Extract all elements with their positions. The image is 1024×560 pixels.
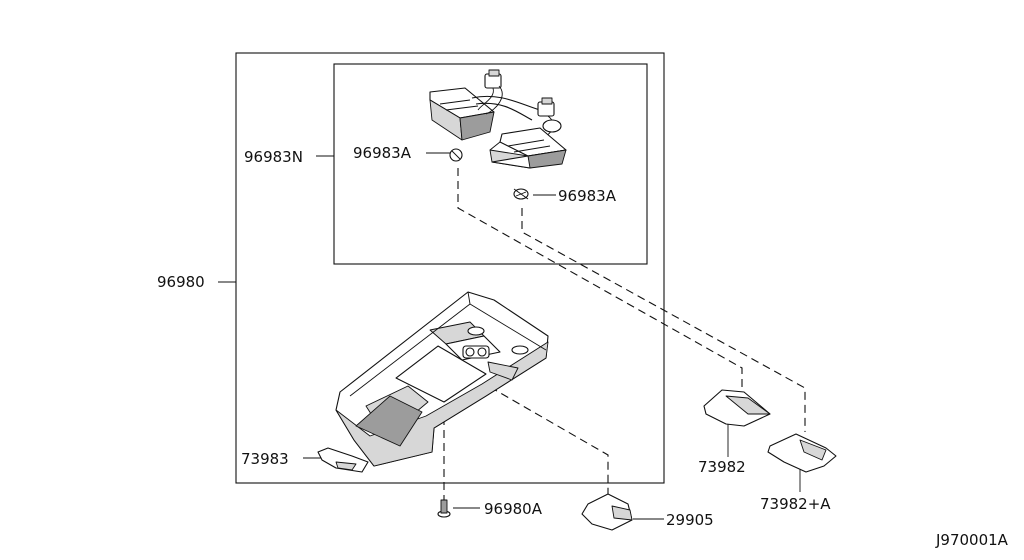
label-lens-left: 73982 [698, 458, 746, 476]
label-console-assembly: 96980 [157, 273, 205, 291]
label-lamp-assembly: 96983N [244, 148, 303, 166]
bulb-right [513, 188, 529, 200]
label-bulb-left: 96983A [353, 144, 412, 162]
label-screw: 96980A [484, 500, 543, 518]
label-bezel: 73983 [241, 450, 289, 468]
inner-frame [333, 63, 648, 265]
bulb-left [449, 148, 463, 162]
label-lens-right: 73982+A [760, 495, 831, 513]
lens-left-part [703, 389, 771, 427]
overhead-console [335, 291, 549, 467]
map-lamp-assembly [429, 69, 567, 169]
outer-frame [235, 52, 665, 484]
diagram-code: J970001A [935, 531, 1009, 549]
label-bulb-right: 96983A [558, 187, 617, 205]
lens-right-part [767, 433, 837, 473]
label-lens-small: 29905 [666, 511, 714, 529]
bezel-part [317, 447, 369, 473]
lens-small-part [581, 493, 633, 531]
screw-part [437, 499, 451, 518]
